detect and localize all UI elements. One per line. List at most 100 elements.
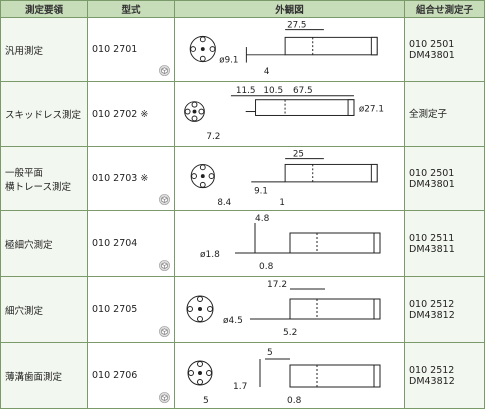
- purpose-text: 汎用測定: [5, 45, 44, 57]
- model-number: 010 2705: [92, 304, 138, 315]
- purpose-text: 一般平面: [5, 167, 44, 179]
- purpose-cell: 一般平面横トレース測定: [0, 146, 88, 211]
- purpose-cell: 薄溝歯面測定: [0, 342, 88, 409]
- note-mark: ※: [140, 108, 149, 120]
- probe-drawing: 5 1.7 5 0.8: [187, 348, 381, 406]
- drawing-cell: 5 1.7 5 0.8: [174, 342, 405, 409]
- model-cell: 010 2703 ※: [87, 146, 175, 211]
- combo-item: DM43812: [409, 375, 455, 387]
- dim-offset-a: 8.4: [217, 198, 231, 208]
- dim-length: 5: [267, 348, 273, 358]
- probe-body: [289, 232, 381, 254]
- dim-offset-b: 1: [279, 198, 285, 208]
- purpose-text: 横トレース測定: [5, 181, 72, 193]
- drawing-cell: 27.5 ø9.1 4: [174, 17, 405, 82]
- cube-3d-icon[interactable]: [159, 326, 170, 337]
- combo-item: DM43812: [409, 309, 455, 321]
- probe-drawing: 27.5 ø9.1 4: [189, 21, 378, 77]
- cube-3d-icon[interactable]: [159, 194, 170, 205]
- combo-item: DM43801: [409, 178, 455, 190]
- combo-item: DM43811: [409, 243, 455, 255]
- probe-end-view: [190, 163, 215, 189]
- combo-item: 010 2512: [409, 298, 455, 310]
- cube-3d-icon[interactable]: [159, 260, 170, 271]
- probe-end-view: [184, 101, 205, 122]
- header-drawing: 外観図: [174, 0, 405, 18]
- probe-body: [284, 36, 378, 56]
- probe-drawing: 4.8 ø1.8 0.8: [200, 214, 381, 272]
- combo-item: 010 2511: [409, 232, 455, 244]
- purpose-text: 薄溝歯面測定: [5, 371, 63, 383]
- model-cell: 010 2701: [87, 17, 175, 82]
- probe-body: [289, 364, 381, 388]
- purpose-text: スキッドレス測定: [5, 110, 82, 121]
- dim-height: 1.7: [233, 382, 247, 392]
- purpose-cell: 細穴測定: [0, 276, 88, 343]
- dim-offset: 5.2: [283, 328, 297, 338]
- cube-3d-icon[interactable]: [159, 392, 170, 403]
- probe-drawing: 17.2 ø4.5 5.2: [186, 280, 381, 338]
- combo-item: DM43801: [409, 49, 455, 61]
- probe-end-view: [187, 360, 213, 386]
- model-number: 010 2702: [92, 108, 138, 120]
- cube-3d-icon[interactable]: [159, 65, 170, 76]
- model-cell: 010 2706: [87, 342, 175, 409]
- model-number: 010 2704: [92, 238, 138, 249]
- model-cell: 010 2704: [87, 210, 175, 277]
- purpose-cell: 汎用測定: [0, 17, 88, 82]
- dim-length: 25: [293, 150, 304, 160]
- dim-offset-b: 0.8: [287, 396, 302, 406]
- header-purpose: 測定要領: [0, 0, 88, 18]
- model-number: 010 2706: [92, 370, 138, 381]
- purpose-text: 極細穴測定: [5, 239, 53, 251]
- model-cell: 010 2705: [87, 276, 175, 343]
- drawing-cell: 4.8 ø1.8 0.8: [174, 210, 405, 277]
- dim-length-b: 10.5: [263, 86, 283, 96]
- combo-item: 010 2501: [409, 167, 455, 179]
- probe-body: [284, 163, 378, 183]
- purpose-cell: 極細穴測定: [0, 210, 88, 277]
- model-number: 010 2703: [92, 173, 138, 184]
- combo-item: 010 2512: [409, 364, 455, 376]
- dim-length-a: 11.5: [236, 86, 256, 96]
- dim-length: 27.5: [287, 21, 306, 31]
- header-row: 測定要領 型式 外観図 組合せ測定子: [0, 0, 485, 18]
- dim-diameter: ø1.8: [200, 250, 220, 260]
- dim-offset: 0.8: [259, 262, 274, 272]
- header-combo: 組合せ測定子: [404, 0, 485, 18]
- dim-length: 4.8: [255, 214, 270, 224]
- purpose-text: 細穴測定: [5, 305, 44, 317]
- probe-end-view: [189, 35, 216, 63]
- combo-item: 全測定子: [409, 108, 448, 120]
- drawing-cell: 17.2 ø4.5 5.2: [174, 276, 405, 343]
- dim-diameter: ø9.1: [219, 56, 238, 66]
- probe-end-view: [186, 295, 214, 323]
- combo-cell: 全測定子: [404, 81, 485, 147]
- dim-diameter: ø4.5: [223, 316, 243, 326]
- dim-offset: 4: [264, 67, 270, 77]
- combo-item: 010 2501: [409, 38, 455, 50]
- header-model: 型式: [87, 0, 175, 18]
- dim-length: 17.2: [267, 280, 287, 290]
- dim-offset-a: 5: [203, 396, 209, 406]
- probe-body: [255, 99, 355, 116]
- dim-diameter: ø27.1: [359, 105, 384, 115]
- note-mark: ※: [140, 173, 149, 184]
- dim-length-c: 67.5: [293, 86, 313, 96]
- model-number: 010 2701: [92, 44, 138, 55]
